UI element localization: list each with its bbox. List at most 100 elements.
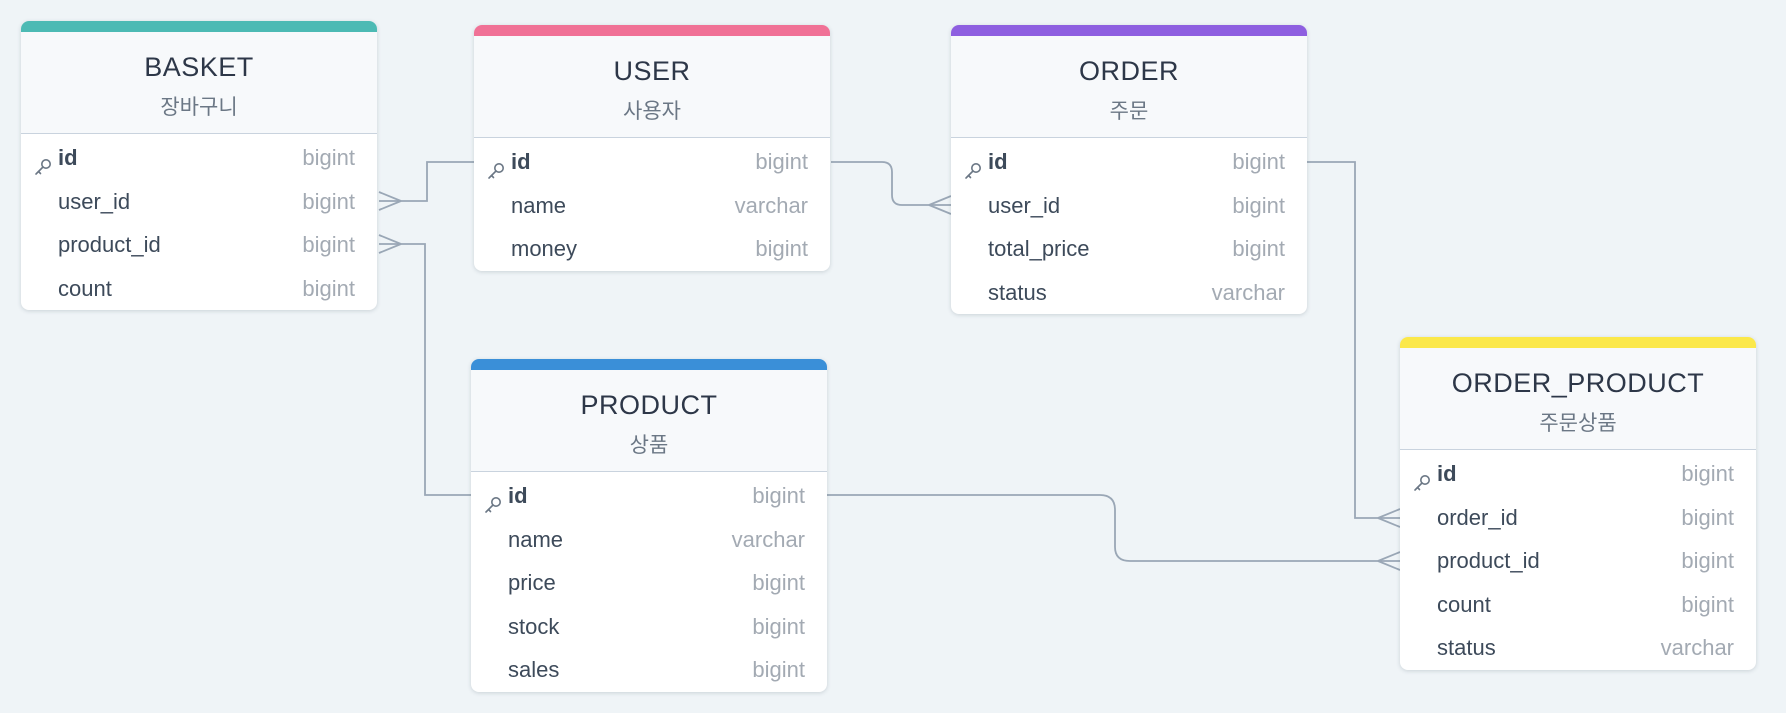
column-row-order-id[interactable]: order_id bigint [1400,496,1756,540]
column-row-price[interactable]: price bigint [471,561,827,605]
column-type: varchar [1660,635,1734,660]
column-name: name [508,526,564,552]
column-row-product-id[interactable]: product_id bigint [1400,539,1756,583]
primary-key-icon [963,152,983,179]
column-name: name [511,192,567,218]
table-note: 장바구니 [160,95,238,119]
table-name: ORDER [1078,56,1179,86]
relationship-basket-user[interactable] [379,161,474,202]
crows-foot-basket-user-id [378,191,402,211]
column-type: bigint [755,236,808,261]
table-name: ORDER_PRODUCT [1451,368,1705,398]
column-type: varchar [1211,279,1285,305]
column-type: bigint [752,483,805,508]
column-type: bigint [755,149,808,174]
column-row-user-id[interactable]: user_id bigint [21,180,377,224]
column-name: product_id [58,232,161,257]
column-type: bigint [1232,236,1285,261]
column-type: bigint [1232,192,1285,218]
table-product[interactable]: PRODUCT 상품 id bigint name varchar price bigin… [471,359,827,692]
column-name: money [511,236,578,261]
column-list: id bigint name varchar price bigint stock bigin… [471,474,827,692]
column-name: count [58,275,112,301]
column-name: status [1437,635,1496,660]
column-type: bigint [752,613,805,639]
table-name: USER [613,56,691,86]
column-type: bigint [302,188,355,214]
column-row-count[interactable]: count bigint [1400,583,1756,627]
table-header: PRODUCT 상품 [471,370,827,472]
column-type: varchar [731,526,805,552]
table-header: ORDER_PRODUCT 주문상품 [1400,348,1756,450]
column-name: status [988,279,1047,305]
column-type: bigint [1681,461,1734,486]
column-name: id [511,149,531,174]
relationship-order-product-product[interactable] [827,494,1400,562]
column-row-status[interactable]: status varchar [1400,626,1756,670]
table-header: BASKET 장바구니 [21,32,377,134]
table-accent-stripe [1400,337,1756,348]
column-row-stock[interactable]: stock bigint [471,605,827,649]
table-accent-stripe [951,25,1307,36]
column-name: price [508,570,556,595]
table-accent-stripe [21,21,377,32]
column-name: id [508,483,528,508]
table-note: 사용자 [623,99,681,123]
column-row-status[interactable]: status varchar [951,271,1307,315]
column-type: bigint [1681,504,1734,530]
table-name: PRODUCT [580,390,718,420]
column-type: bigint [752,657,805,682]
column-row-id[interactable]: id bigint [21,136,377,180]
column-type: bigint [302,232,355,257]
column-name: product_id [1437,548,1540,573]
relationship-order-product-order[interactable] [1307,161,1400,519]
column-name: user_id [58,188,131,214]
column-row-id[interactable]: id bigint [471,474,827,518]
column-row-money[interactable]: money bigint [474,227,830,271]
table-note: 주문 [1109,99,1149,123]
primary-key-icon [486,152,506,179]
column-type: bigint [1681,548,1734,573]
column-type: bigint [302,145,355,170]
column-row-total-price[interactable]: total_price bigint [951,227,1307,271]
column-row-count[interactable]: count bigint [21,267,377,311]
column-row-user-id[interactable]: user_id bigint [951,184,1307,228]
column-name: user_id [988,192,1061,218]
table-note: 주문상품 [1539,411,1617,435]
column-name: count [1437,591,1491,617]
crows-foot-basket-product-id [378,234,402,254]
column-row-name[interactable]: name varchar [471,518,827,562]
column-type: bigint [302,275,355,301]
column-row-sales[interactable]: sales bigint [471,648,827,692]
relationship-basket-product[interactable] [379,243,471,496]
column-type: bigint [1232,149,1285,174]
table-note: 상품 [629,433,669,457]
column-name: sales [508,657,560,682]
column-name: order_id [1437,504,1518,530]
relationship-order-user[interactable] [831,161,951,206]
table-accent-stripe [474,25,830,36]
column-type: bigint [1681,591,1734,617]
primary-key-icon [483,486,503,513]
column-row-id[interactable]: id bigint [474,140,830,184]
column-name: total_price [988,236,1090,261]
column-type: bigint [752,570,805,595]
column-name: stock [508,613,560,639]
column-name: id [58,145,78,170]
primary-key-icon [33,148,53,175]
table-header: USER 사용자 [474,36,830,138]
crows-foot-order-product-product-id [1377,551,1401,571]
column-row-product-id[interactable]: product_id bigint [21,223,377,267]
